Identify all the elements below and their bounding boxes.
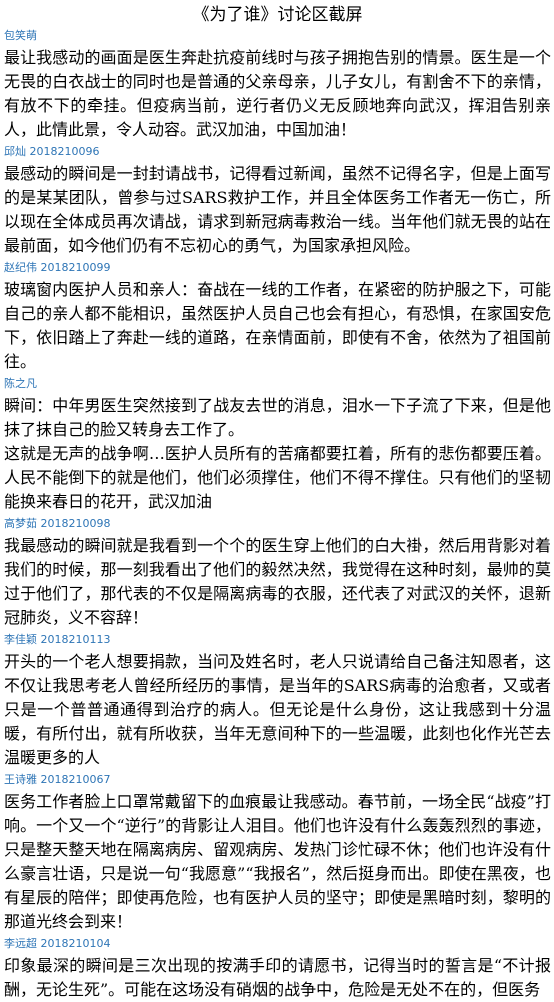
comment-body: 最让我感动的画面是医生奔赴抗疫前线时与孩子拥抱告别的情景。医生是一个无畏的白衣战…	[4, 46, 551, 142]
comment-body: 最感动的瞬间是一封封请战书，记得看过新闻，虽然不记得名字，但是上面写的是某某团队…	[4, 162, 551, 258]
comment-item: 高梦茹 2018210098 我最感动的瞬间就是我看到一个个的医生穿上他们的白大褂…	[4, 516, 551, 630]
comment-item: 邱灿 2018210096 最感动的瞬间是一封封请战书，记得看过新闻，虽然不记得名…	[4, 144, 551, 258]
comment-paragraph: 玻璃窗内医护人员和亲人：奋战在一线的工作者，在紧密的防护服之下，可能自己的亲人都…	[4, 280, 551, 371]
comment-body: 医务工作者脸上口罩常戴留下的血痕最让我感动。春节前，一场全民“战疫”打响。一个又…	[4, 790, 551, 934]
comment-author: 李远超 2018210104	[4, 937, 111, 950]
comment-item: 李远超 2018210104 印象最深的瞬间是三次出现的按满手印的请愿书，记得当时…	[4, 936, 551, 1002]
comment-author: 包笑萌	[4, 29, 37, 42]
comment-paragraph: 最感动的瞬间是一封封请战书，记得看过新闻，虽然不记得名字，但是上面写的是某某团队…	[4, 164, 551, 255]
comment-author: 陈之凡	[4, 377, 37, 390]
comment-item: 陈之凡瞬间：中年男医生突然接到了战友去世的消息，泪水一下子流了下来，但是他抹了抹…	[4, 376, 551, 514]
comment-author: 李佳颖 2018210113	[4, 633, 111, 646]
comment-item: 赵纪伟 2018210099 玻璃窗内医护人员和亲人：奋战在一线的工作者，在紧密的…	[4, 260, 551, 374]
comment-paragraph: 我最感动的瞬间就是我看到一个个的医生穿上他们的白大褂，然后用背影对着我们的时候，…	[4, 536, 551, 627]
comment-list: 包笑萌最让我感动的画面是医生奔赴抗疫前线时与孩子拥抱告别的情景。医生是一个无畏的…	[4, 28, 551, 1002]
document-title: 《为了谁》讨论区截屏	[192, 5, 363, 25]
comment-author: 王诗雅 2018210067	[4, 773, 111, 786]
comment-author: 邱灿 2018210096	[4, 145, 100, 158]
comment-item: 王诗雅 2018210067 医务工作者脸上口罩常戴留下的血痕最让我感动。春节前，…	[4, 772, 551, 934]
comment-author: 高梦茹 2018210098	[4, 517, 111, 530]
comment-paragraph: 医务工作者脸上口罩常戴留下的血痕最让我感动。春节前，一场全民“战疫”打响。一个又…	[4, 792, 551, 931]
comment-paragraph: 瞬间：中年男医生突然接到了战友去世的消息，泪水一下子流了下来，但是他抹了抹自己的…	[4, 396, 551, 439]
comment-paragraph: 这就是无声的战争啊…医护人员所有的苦痛都要扛着，所有的悲伤都要压着。人民不能倒下…	[4, 444, 551, 511]
comment-body: 我最感动的瞬间就是我看到一个个的医生穿上他们的白大褂，然后用背影对着我们的时候，…	[4, 534, 551, 630]
comment-item: 李佳颖 2018210113 开头的一个老人想要捐款，当问及姓名时，老人只说请给自…	[4, 632, 551, 770]
comment-item: 包笑萌最让我感动的画面是医生奔赴抗疫前线时与孩子拥抱告别的情景。医生是一个无畏的…	[4, 28, 551, 142]
comment-paragraph: 印象最深的瞬间是三次出现的按满手印的请愿书，记得当时的誓言是“不计报酬，无论生死…	[4, 956, 551, 999]
comment-body: 瞬间：中年男医生突然接到了战友去世的消息，泪水一下子流了下来，但是他抹了抹自己的…	[4, 394, 551, 514]
comment-body: 开头的一个老人想要捐款，当问及姓名时，老人只说请给自己备注知恩者，这不仅让我思考…	[4, 650, 551, 770]
comment-paragraph: 开头的一个老人想要捐款，当问及姓名时，老人只说请给自己备注知恩者，这不仅让我思考…	[4, 652, 551, 767]
comment-body: 印象最深的瞬间是三次出现的按满手印的请愿书，记得当时的誓言是“不计报酬，无论生死…	[4, 954, 551, 1002]
comment-body: 玻璃窗内医护人员和亲人：奋战在一线的工作者，在紧密的防护服之下，可能自己的亲人都…	[4, 278, 551, 374]
comment-author: 赵纪伟 2018210099	[4, 261, 111, 274]
comment-paragraph: 最让我感动的画面是医生奔赴抗疫前线时与孩子拥抱告别的情景。医生是一个无畏的白衣战…	[4, 48, 551, 139]
